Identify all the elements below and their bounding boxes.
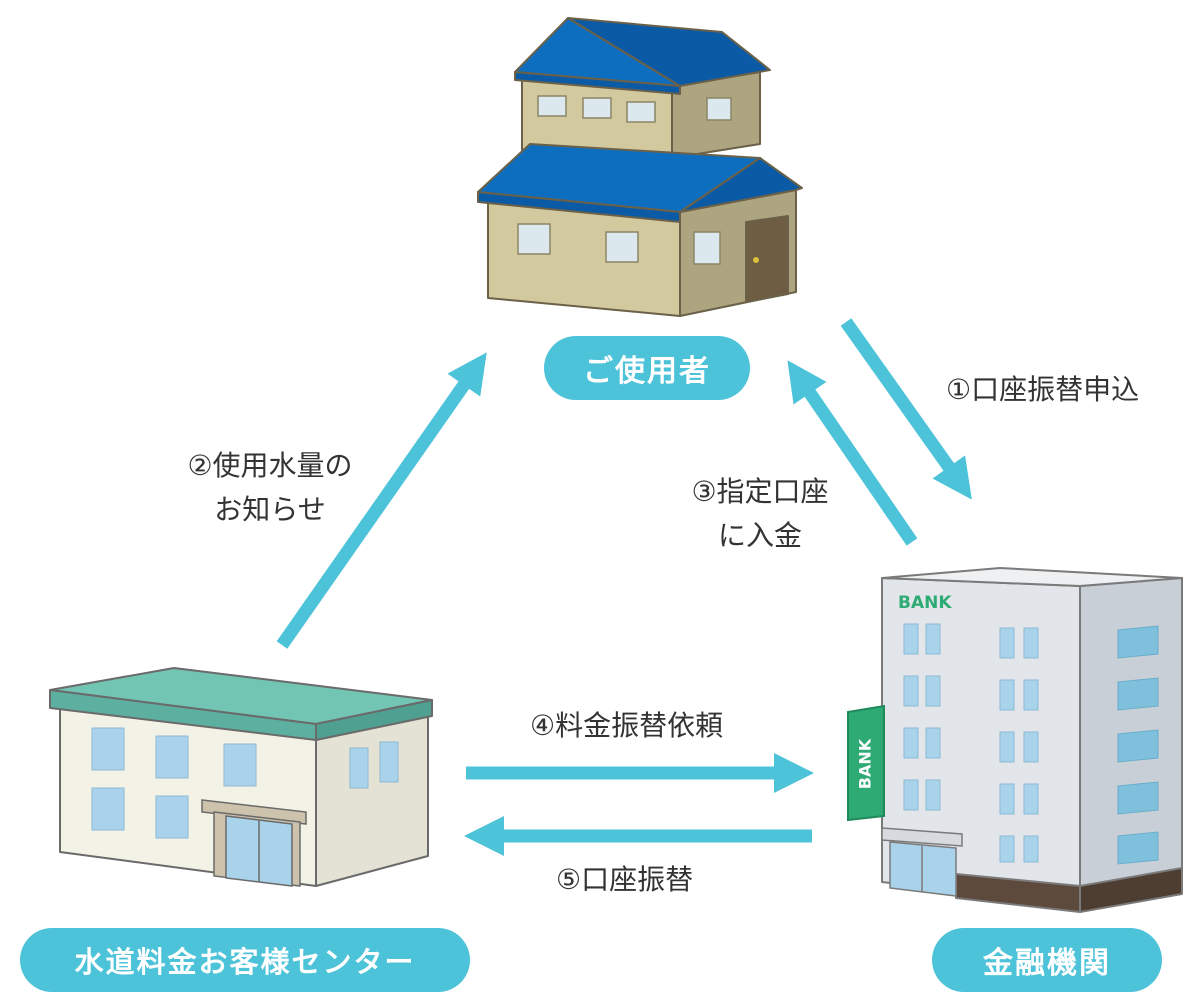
bank-label: 金融機関	[932, 928, 1162, 992]
office-windows	[91, 727, 399, 839]
step-2-line-1: ②使用水量の	[187, 449, 353, 482]
step-3-label: ③指定口座 に入金	[660, 470, 860, 558]
office-entrance	[201, 799, 307, 887]
bank-roof-sign-text: BANK	[898, 593, 952, 613]
step-2-label: ②使用水量の お知らせ	[160, 444, 380, 532]
arrow-application	[840, 318, 972, 500]
bank-windows	[903, 623, 1039, 863]
step-2-line-2: お知らせ	[214, 493, 326, 526]
step-3-line-1: ③指定口座	[691, 475, 829, 508]
house-icon	[477, 17, 803, 317]
arrow-usage-notice	[276, 352, 487, 649]
bank-entrance	[881, 827, 963, 897]
step-1-label: ①口座振替申込	[946, 373, 1140, 406]
step-3-line-2: に入金	[717, 519, 802, 552]
step-4-label: ④料金振替依頼	[530, 709, 724, 742]
step-5-label: ⑤口座振替	[556, 863, 694, 896]
bank-side-windows	[1117, 625, 1159, 865]
water-center-label: 水道料金お客様センター	[20, 928, 470, 992]
bank-vertical-sign	[847, 704, 885, 822]
user-label: ご使用者	[544, 336, 750, 400]
bank-side-sign-text: BANK	[856, 738, 875, 789]
house-windows	[517, 95, 732, 265]
arrow-deposit	[787, 360, 918, 546]
